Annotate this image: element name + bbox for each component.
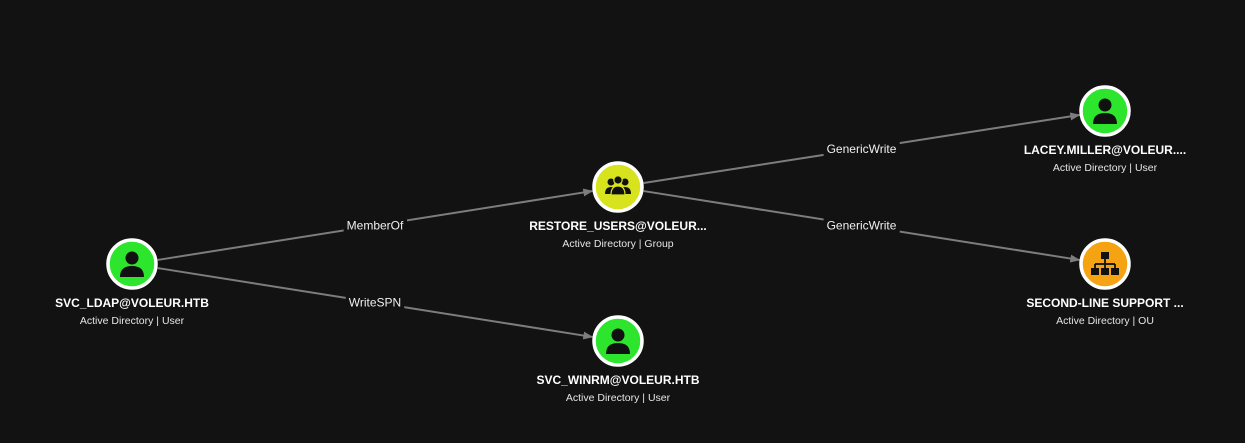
node-subtitle: Active Directory | User <box>1053 162 1158 174</box>
node-title: SVC_LDAP@VOLEUR.HTB <box>55 296 209 310</box>
node-subtitle: Active Directory | User <box>566 392 671 404</box>
edge-restore_users-lacey_miller[interactable]: GenericWrite <box>643 112 1081 184</box>
node-svc-winrm[interactable]: SVC_WINRM@VOLEUR.HTB Active Directory | U… <box>536 315 700 404</box>
person-icon <box>606 328 630 354</box>
group-icon <box>605 175 631 196</box>
node-subtitle: Active Directory | User <box>80 315 185 327</box>
edge-svc_ldap-svc_winrm[interactable]: WriteSPN <box>157 267 594 340</box>
node-lacey-miller[interactable]: LACEY.MILLER@VOLEUR.... Active Directory … <box>1024 85 1186 174</box>
edge-label-bg <box>345 294 405 311</box>
edge-label-bg <box>343 217 407 234</box>
nodes-layer: SVC_LDAP@VOLEUR.HTB Active Directory | Us… <box>55 85 1186 404</box>
node-second-line[interactable]: SECOND-LINE SUPPORT ... Active Directory … <box>1026 238 1184 327</box>
edge-restore_users-second_line[interactable]: GenericWrite <box>643 190 1081 263</box>
node-subtitle: Active Directory | Group <box>562 238 673 250</box>
edge-label: MemberOf <box>347 219 404 233</box>
node-title: SECOND-LINE SUPPORT ... <box>1026 296 1183 310</box>
node-restore-users[interactable]: RESTORE_USERS@VOLEUR... Active Directory … <box>529 161 707 250</box>
node-title: RESTORE_USERS@VOLEUR... <box>529 219 707 233</box>
edge-label-bg <box>823 141 900 157</box>
person-icon <box>1093 98 1117 124</box>
edge-label: WriteSPN <box>349 296 401 310</box>
node-title: LACEY.MILLER@VOLEUR.... <box>1024 143 1186 157</box>
edge-label: GenericWrite <box>827 219 897 233</box>
node-subtitle: Active Directory | OU <box>1056 315 1154 327</box>
node-title: SVC_WINRM@VOLEUR.HTB <box>536 373 699 387</box>
org-chart-icon <box>1091 252 1119 275</box>
edge-svc_ldap-restore_users[interactable]: MemberOf <box>157 188 594 261</box>
node-svc-ldap[interactable]: SVC_LDAP@VOLEUR.HTB Active Directory | Us… <box>55 238 209 327</box>
edge-label: GenericWrite <box>827 142 897 156</box>
person-icon <box>120 251 144 277</box>
edge-label-bg <box>823 217 900 234</box>
